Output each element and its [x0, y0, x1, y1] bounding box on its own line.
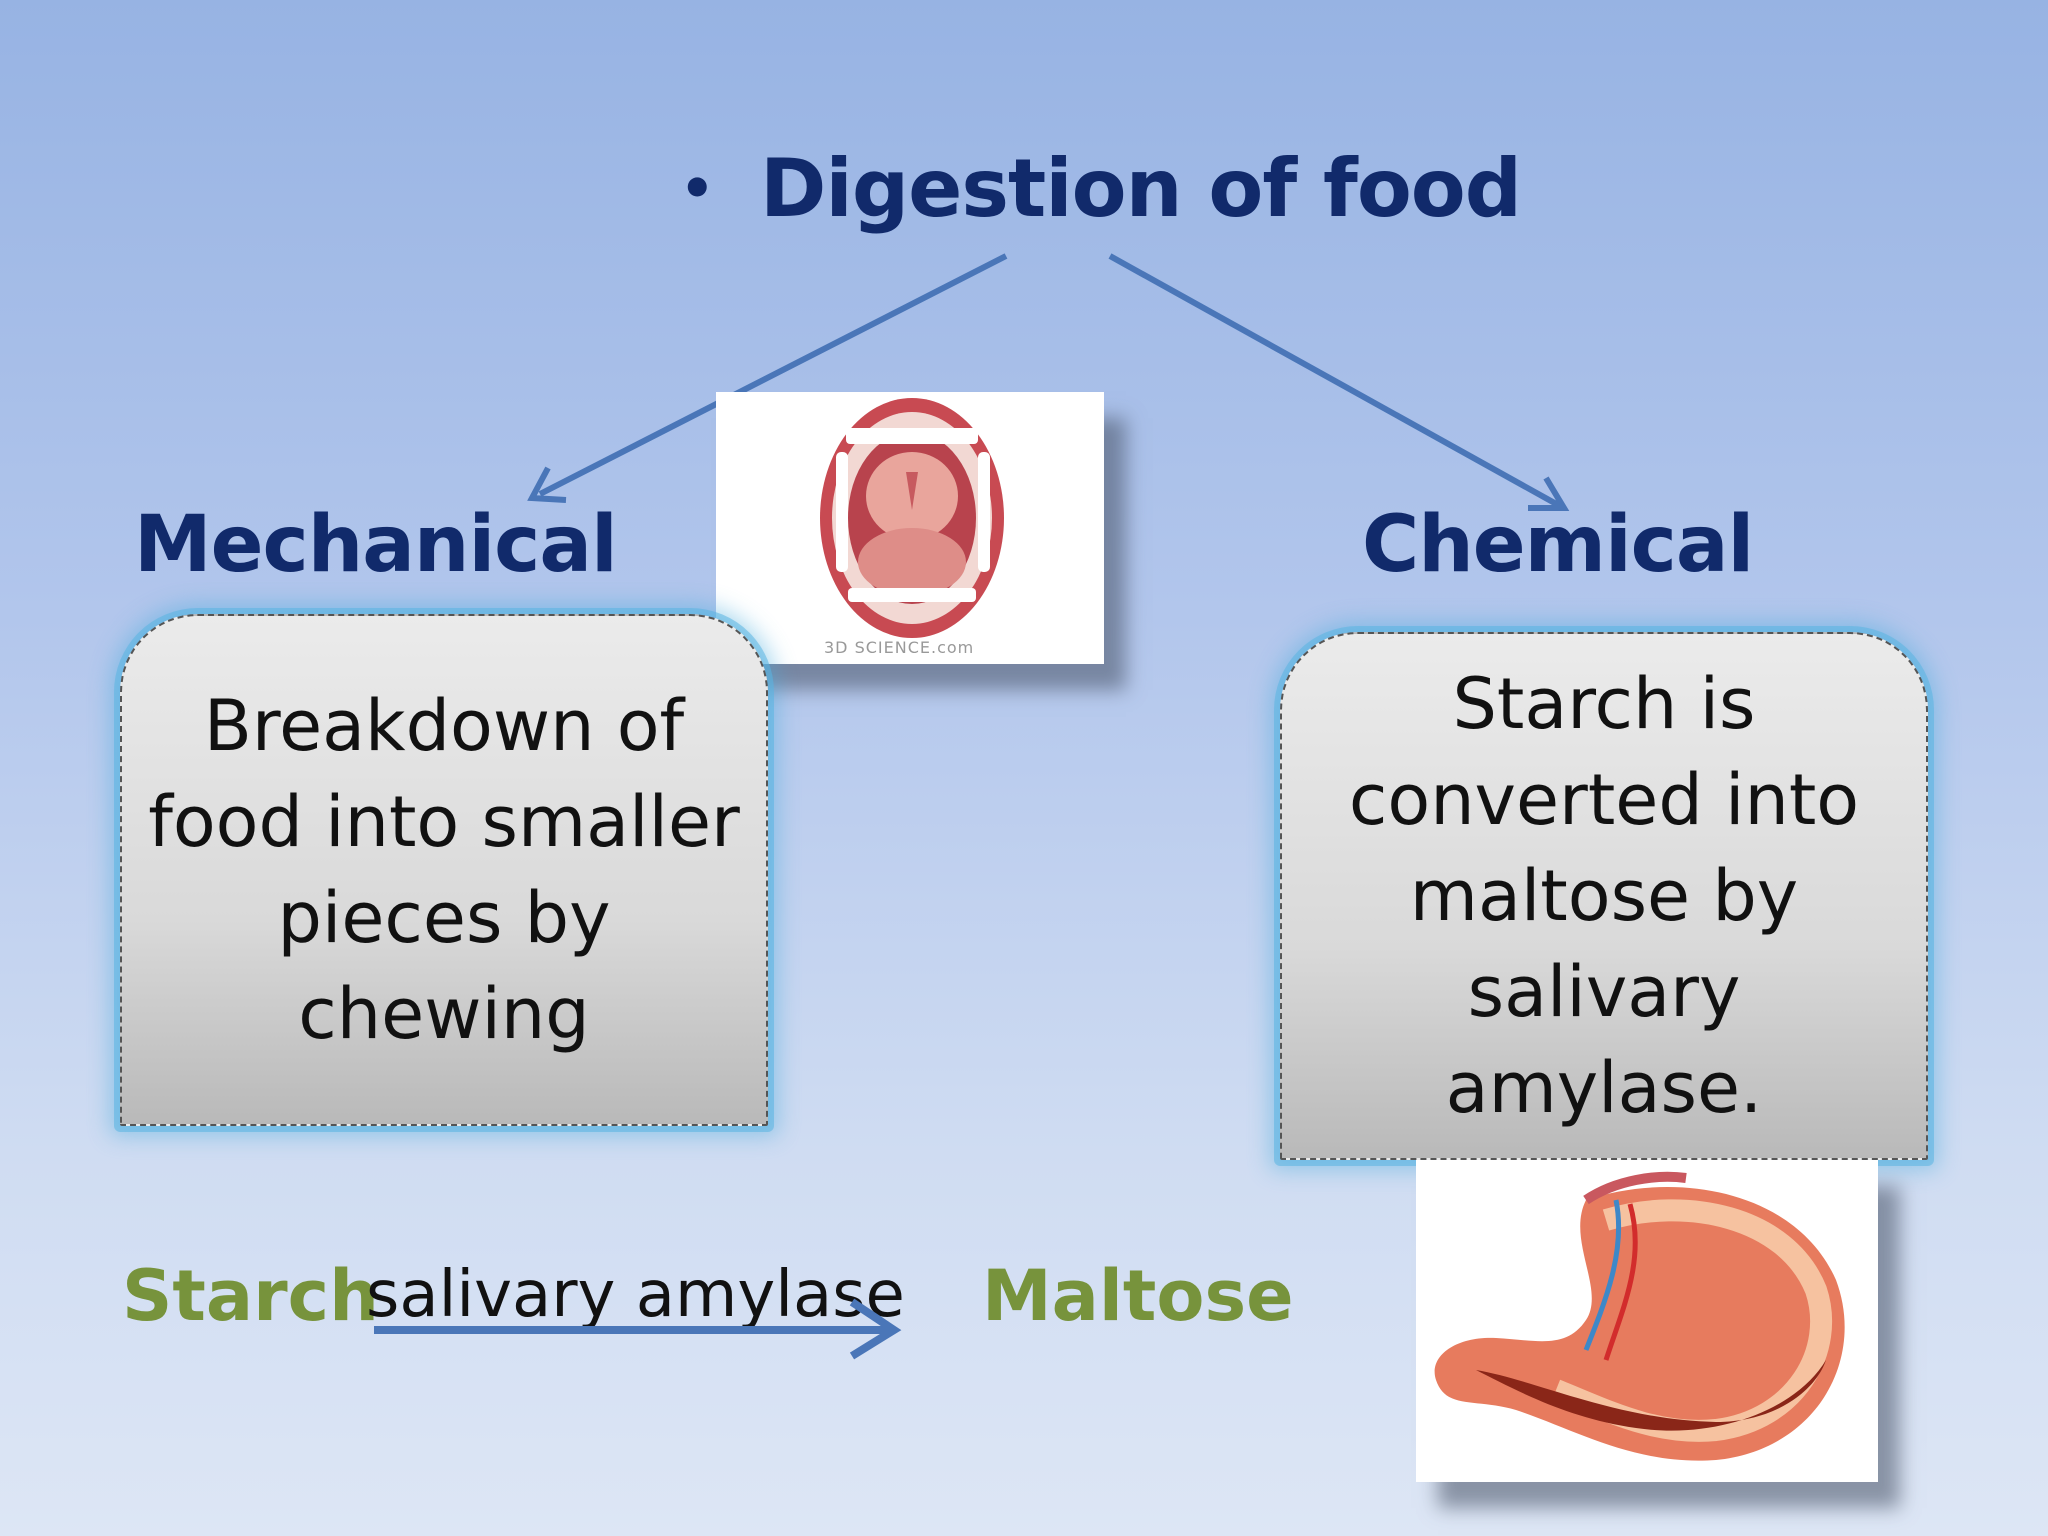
stomach-illustration	[1434, 1171, 1845, 1461]
reaction-enzyme: salivary amylase	[366, 1258, 905, 1332]
reaction-reactant: Starch	[122, 1255, 379, 1337]
reaction-product: Maltose	[982, 1255, 1294, 1337]
chemical-description-box: Starch is converted into maltose by sali…	[1280, 632, 1928, 1160]
mouth-image: 3D SCIENCE.com	[716, 392, 1104, 664]
reaction-arrow-head	[849, 1298, 902, 1360]
slide-title: Digestion of food	[760, 141, 1522, 235]
stomach-image	[1416, 1160, 1878, 1482]
mechanical-description-box: Breakdown of food into smaller pieces by…	[120, 614, 768, 1126]
chemical-description: Starch is converted into maltose by sali…	[1348, 663, 1860, 1129]
arrow-to-chemical	[1108, 253, 1562, 509]
arrow-to-mechanical-head	[527, 466, 567, 503]
bullet-icon: •	[680, 156, 715, 220]
image-watermark: 3D SCIENCE.com	[824, 638, 975, 657]
mechanical-description: Breakdown of food into smaller pieces by…	[148, 685, 740, 1055]
title-row: • Digestion of food	[680, 138, 1522, 238]
mechanical-heading: Mechanical	[134, 500, 618, 590]
arrow-to-mechanical	[538, 253, 1008, 497]
arrow-to-chemical-head	[1528, 476, 1570, 511]
chemical-heading: Chemical	[1362, 500, 1754, 590]
open-mouth-illustration	[820, 398, 1004, 638]
